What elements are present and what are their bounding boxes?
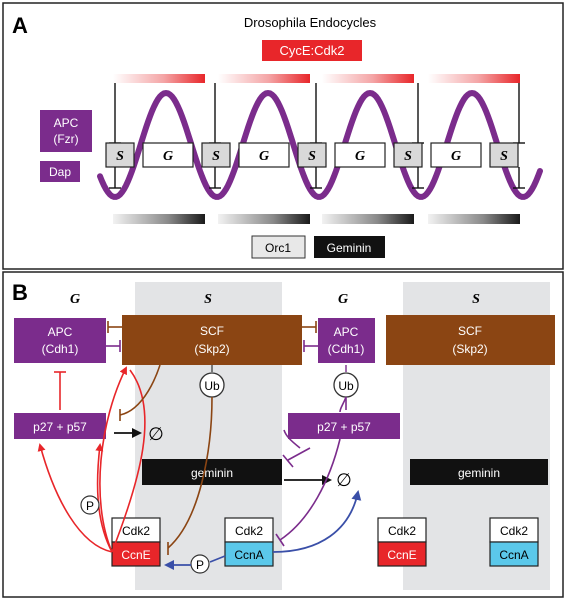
apc-cdh1-1-line1: APC bbox=[48, 325, 73, 339]
phospho-circle-1 bbox=[80, 495, 100, 515]
apc-cdh1-2-line2: (Cdh1) bbox=[328, 342, 365, 356]
geminin-bar bbox=[428, 214, 520, 224]
panel-a-title: Drosophila Endocycles bbox=[244, 15, 377, 30]
cyce-cdk2-box bbox=[262, 40, 362, 61]
scf-skp2-2-line2: (Skp2) bbox=[452, 342, 487, 356]
cyce-bar bbox=[428, 74, 520, 83]
ub-label-1: Ub bbox=[204, 379, 220, 393]
s-phase-box bbox=[105, 142, 135, 168]
orc1-label: Orc1 bbox=[265, 241, 291, 255]
ccne-label-2: CcnE bbox=[387, 548, 416, 562]
ccna-phospho-line bbox=[209, 555, 226, 563]
p27-p57-label-1: p27 + p57 bbox=[33, 420, 87, 434]
apc-cdh1-box-1 bbox=[14, 318, 106, 363]
ccna-box-1 bbox=[224, 541, 274, 567]
phase-label: G bbox=[355, 149, 365, 164]
cyce-bar bbox=[322, 74, 414, 83]
g-phase-box bbox=[238, 142, 290, 168]
g-phase-box bbox=[142, 142, 194, 168]
phase-label: S bbox=[500, 149, 508, 164]
phospho-circle-2 bbox=[190, 554, 210, 574]
geminin-label-2: geminin bbox=[458, 466, 500, 480]
ccna-label-2: CcnA bbox=[499, 548, 528, 562]
ccne-box-1 bbox=[111, 541, 161, 567]
geminin-bar bbox=[113, 214, 205, 224]
scf-effect-lines bbox=[119, 364, 213, 555]
apc-fzr-line2: (Fzr) bbox=[53, 132, 78, 146]
scf-skp2-box-2 bbox=[386, 315, 555, 365]
phase-label: S bbox=[212, 149, 220, 164]
ccna-label-1: CcnA bbox=[234, 548, 263, 562]
s-phase-box bbox=[297, 142, 327, 168]
ccna-box-2 bbox=[489, 541, 539, 567]
phase-label: G bbox=[451, 149, 461, 164]
phospho-label-2: P bbox=[196, 558, 204, 572]
p27-p57-label-2: p27 + p57 bbox=[317, 420, 371, 434]
apc-cdh1-effect-lines bbox=[275, 396, 347, 547]
cyce-bar bbox=[113, 74, 205, 83]
s-phase-box bbox=[489, 142, 519, 168]
g-phase-box bbox=[430, 142, 482, 168]
g-phase-header-1: G bbox=[70, 292, 80, 307]
geminin-key-label: Geminin bbox=[327, 241, 372, 255]
ub-label-2: Ub bbox=[338, 379, 354, 393]
dap-label: Dap bbox=[49, 165, 71, 179]
apc-fzr-line1: APC bbox=[54, 116, 79, 130]
cyce-bar bbox=[218, 74, 310, 83]
ccne-label-1: CcnE bbox=[121, 548, 150, 562]
p27-p57-box-2 bbox=[288, 413, 400, 439]
apc-fzr-box bbox=[40, 110, 92, 152]
g-phase-box bbox=[334, 142, 386, 168]
cdk2-label-1: Cdk2 bbox=[122, 524, 150, 538]
scf-skp2-2-line1: SCF bbox=[458, 324, 482, 338]
apc-inhibition-lines bbox=[109, 167, 525, 189]
phase-label: S bbox=[404, 149, 412, 164]
geminin-label-1: geminin bbox=[191, 466, 233, 480]
orc1-box bbox=[251, 235, 306, 259]
null-symbol-1: ∅ bbox=[148, 424, 164, 444]
g-phase-header-2: G bbox=[338, 292, 348, 307]
phase-label: S bbox=[116, 149, 124, 164]
dap-box bbox=[40, 161, 80, 182]
geminin-bar bbox=[322, 214, 414, 224]
scf-skp2-box-1 bbox=[122, 315, 302, 365]
cdk2-label-3: Cdk2 bbox=[388, 524, 416, 538]
geminin-box-1 bbox=[142, 459, 282, 485]
s-phase-header-1: S bbox=[204, 292, 212, 307]
scf-apc-inhibitions bbox=[106, 321, 318, 352]
ccne-box-2 bbox=[377, 541, 427, 567]
p27-p57-box-1 bbox=[14, 413, 106, 439]
geminin-key-box bbox=[314, 236, 385, 258]
apc-cdh1-box-2 bbox=[318, 318, 375, 363]
cyce-activity-bars bbox=[113, 74, 520, 83]
phospho-label-1: P bbox=[86, 499, 94, 513]
phase-label: G bbox=[259, 149, 269, 164]
orc1-geminin-bars bbox=[113, 214, 520, 224]
panel-b-letter: B bbox=[12, 280, 28, 305]
ccna-degradation-arrow bbox=[272, 490, 362, 553]
phase-label: S bbox=[308, 149, 316, 164]
panel-a-letter: A bbox=[12, 13, 28, 38]
null-symbol-2: ∅ bbox=[336, 470, 352, 490]
scf-skp2-1-line1: SCF bbox=[200, 324, 224, 338]
apc-cdh1-1-line2: (Cdh1) bbox=[42, 342, 79, 356]
ccne-arrows bbox=[37, 366, 146, 553]
apc-cdh1-2-line1: APC bbox=[334, 325, 359, 339]
cdk2-label-4: Cdk2 bbox=[500, 524, 528, 538]
cdk2-label-2: Cdk2 bbox=[235, 524, 263, 538]
s-phase-header-2: S bbox=[472, 292, 480, 307]
geminin-bar bbox=[218, 214, 310, 224]
s-phase-box bbox=[201, 142, 231, 168]
phase-label: G bbox=[163, 149, 173, 164]
geminin-box-2 bbox=[410, 459, 548, 485]
s-phase-box bbox=[393, 142, 423, 168]
cyce-cdk2-label: CycE:Cdk2 bbox=[279, 43, 344, 58]
apc-oscillation-curve bbox=[97, 89, 543, 200]
scf-skp2-1-line2: (Skp2) bbox=[194, 342, 229, 356]
